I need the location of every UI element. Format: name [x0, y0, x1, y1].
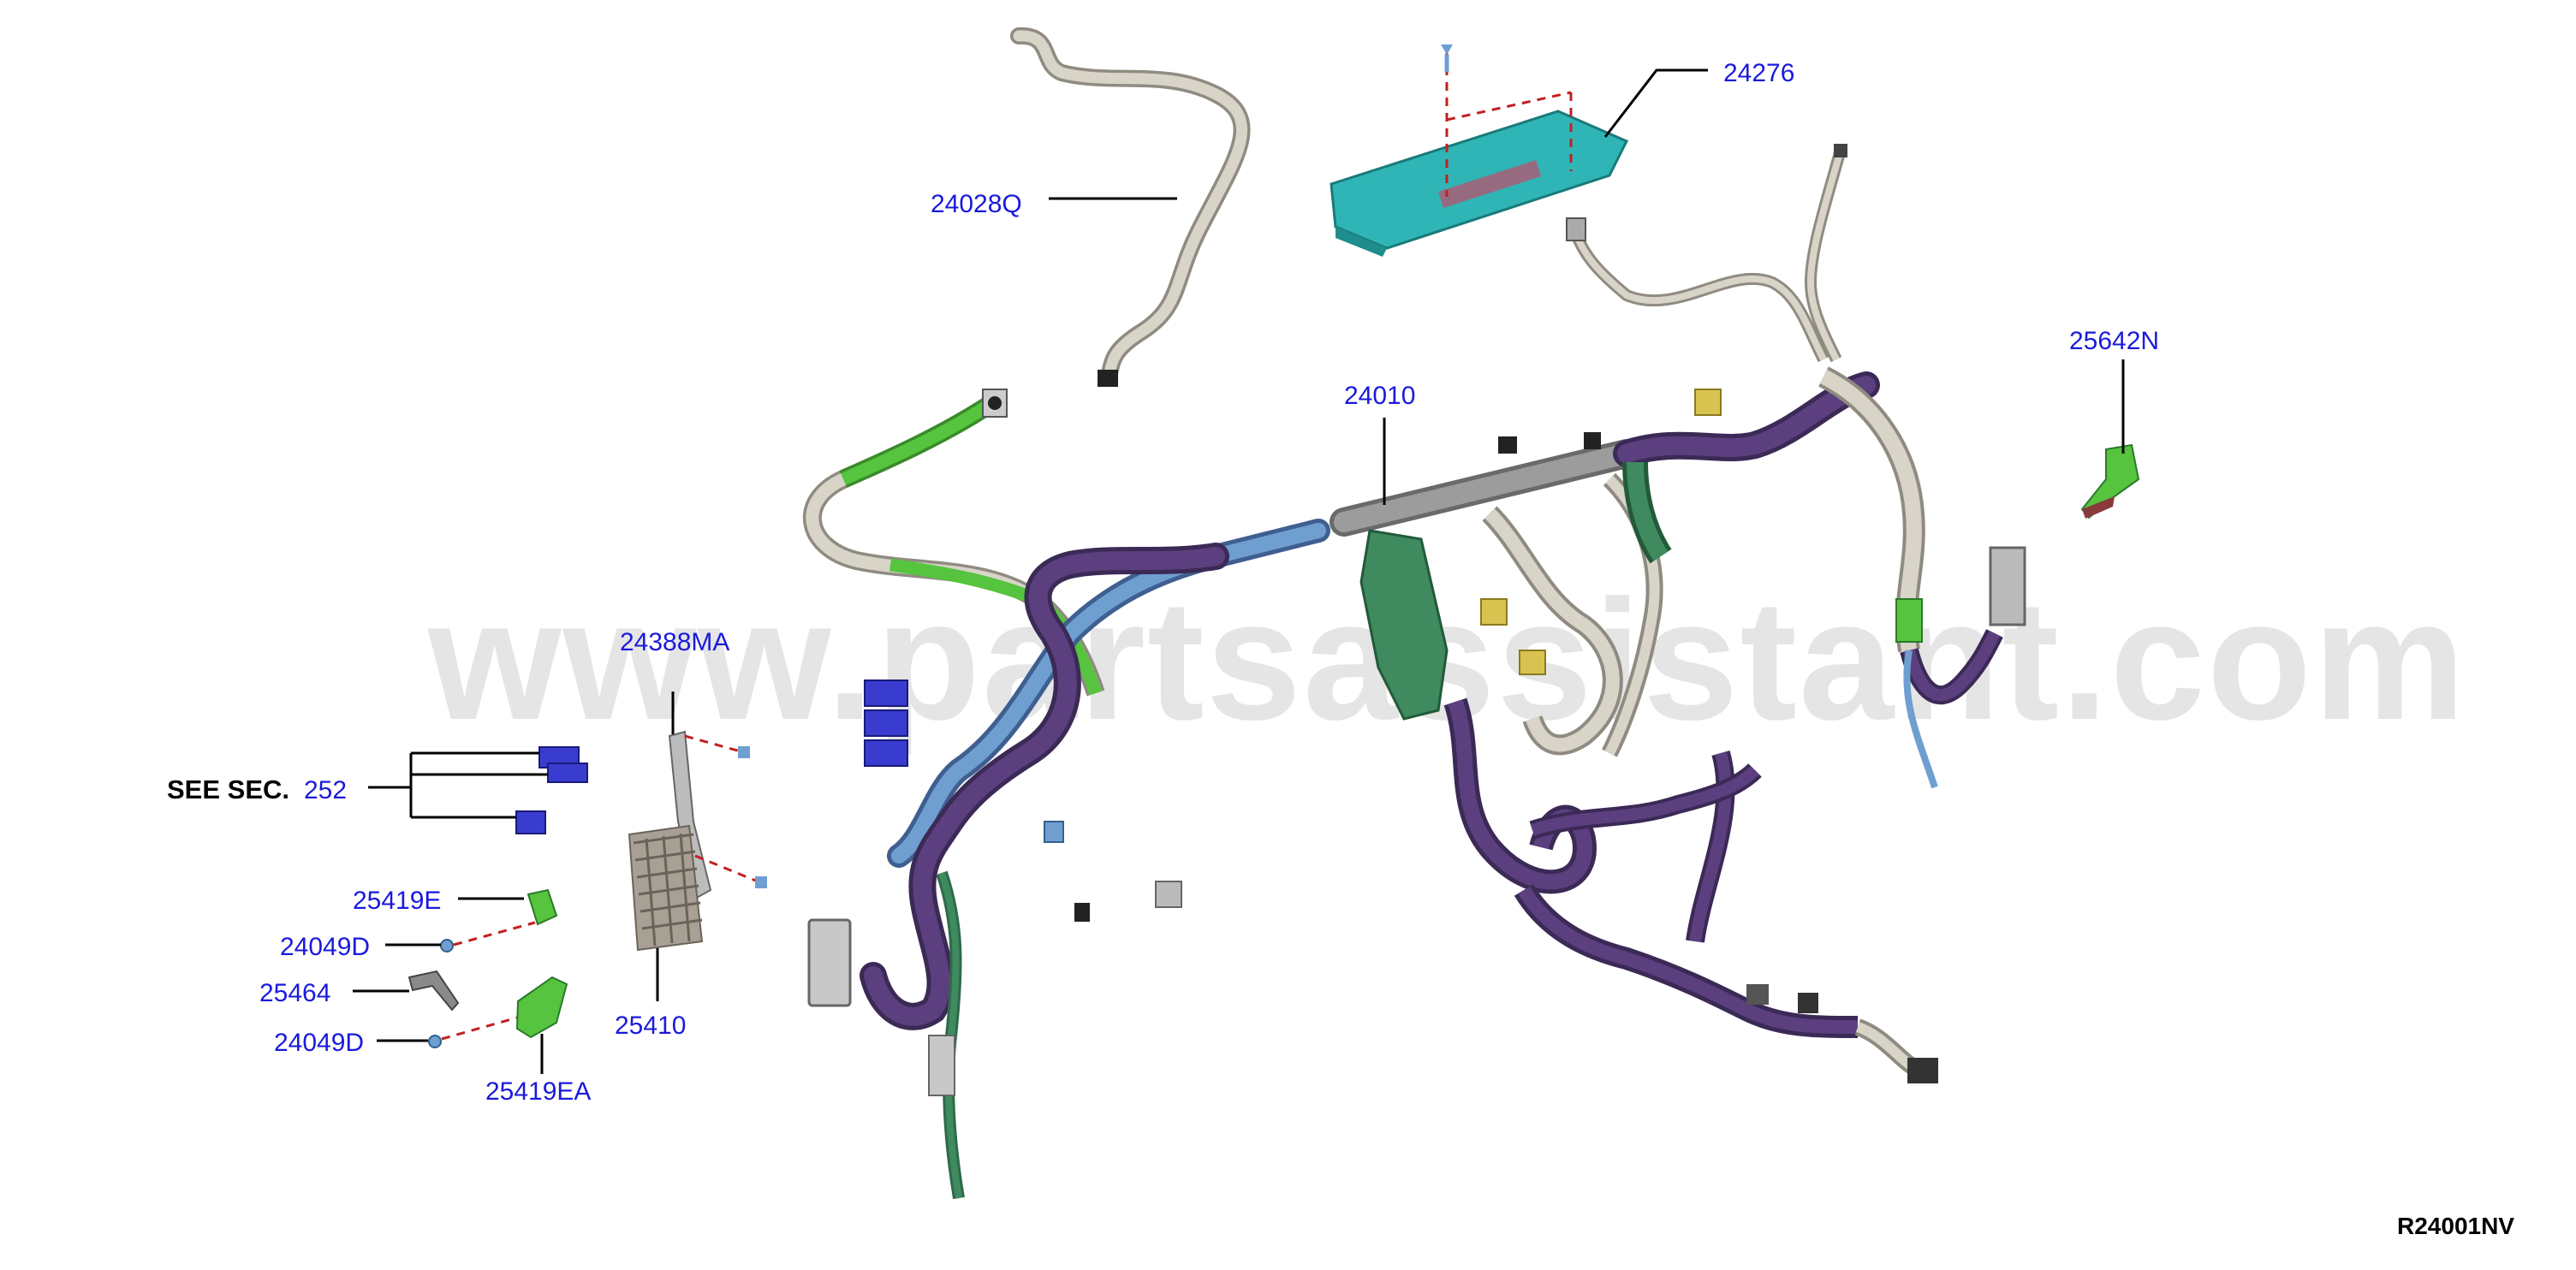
- drawing-number: R24001NV: [2397, 1213, 2514, 1239]
- part-25642N-bracket[interactable]: [2080, 443, 2140, 519]
- part-24010-main-harness[interactable]: [807, 366, 2026, 1200]
- see-section-label: SEE SEC.: [167, 774, 289, 804]
- callout-25410[interactable]: 25410: [615, 1012, 686, 1040]
- callout-24276[interactable]: 24276: [1723, 59, 1794, 87]
- callout-24028Q[interactable]: 24028Q: [931, 190, 1022, 218]
- see-sec-252-connectors: [515, 746, 588, 834]
- part-25419E-clip[interactable]: [527, 888, 558, 926]
- part-24049D-screw-a[interactable]: [440, 921, 536, 952]
- callout-25464[interactable]: 25464: [259, 979, 330, 1007]
- callout-24049D-b[interactable]: 24049D: [274, 1029, 364, 1057]
- part-25410-fuse-block[interactable]: [628, 824, 704, 952]
- callout-25419EA[interactable]: 25419EA: [485, 1077, 591, 1106]
- part-24276-bracket[interactable]: [1330, 45, 1629, 257]
- part-25419EA-clip[interactable]: [515, 976, 568, 1039]
- part-24028Q-wire[interactable]: [1010, 27, 1251, 387]
- callout-24010[interactable]: 24010: [1344, 382, 1415, 410]
- watermark: www.partsassistant.com: [427, 565, 2467, 756]
- see-section-number[interactable]: 252: [304, 776, 347, 804]
- part-24388MA-bracket[interactable]: [668, 730, 767, 900]
- callout-25642N[interactable]: 25642N: [2069, 327, 2159, 355]
- part-25464-bracket[interactable]: [408, 970, 460, 1012]
- callout-24388MA[interactable]: 24388MA: [620, 628, 729, 656]
- upper-right-wire: [1566, 144, 1847, 363]
- callout-24049D-a[interactable]: 24049D: [280, 933, 370, 961]
- part-24049D-screw-b[interactable]: [428, 1015, 521, 1048]
- leader-lines: [353, 68, 2125, 1074]
- callout-25419E[interactable]: 25419E: [353, 887, 441, 915]
